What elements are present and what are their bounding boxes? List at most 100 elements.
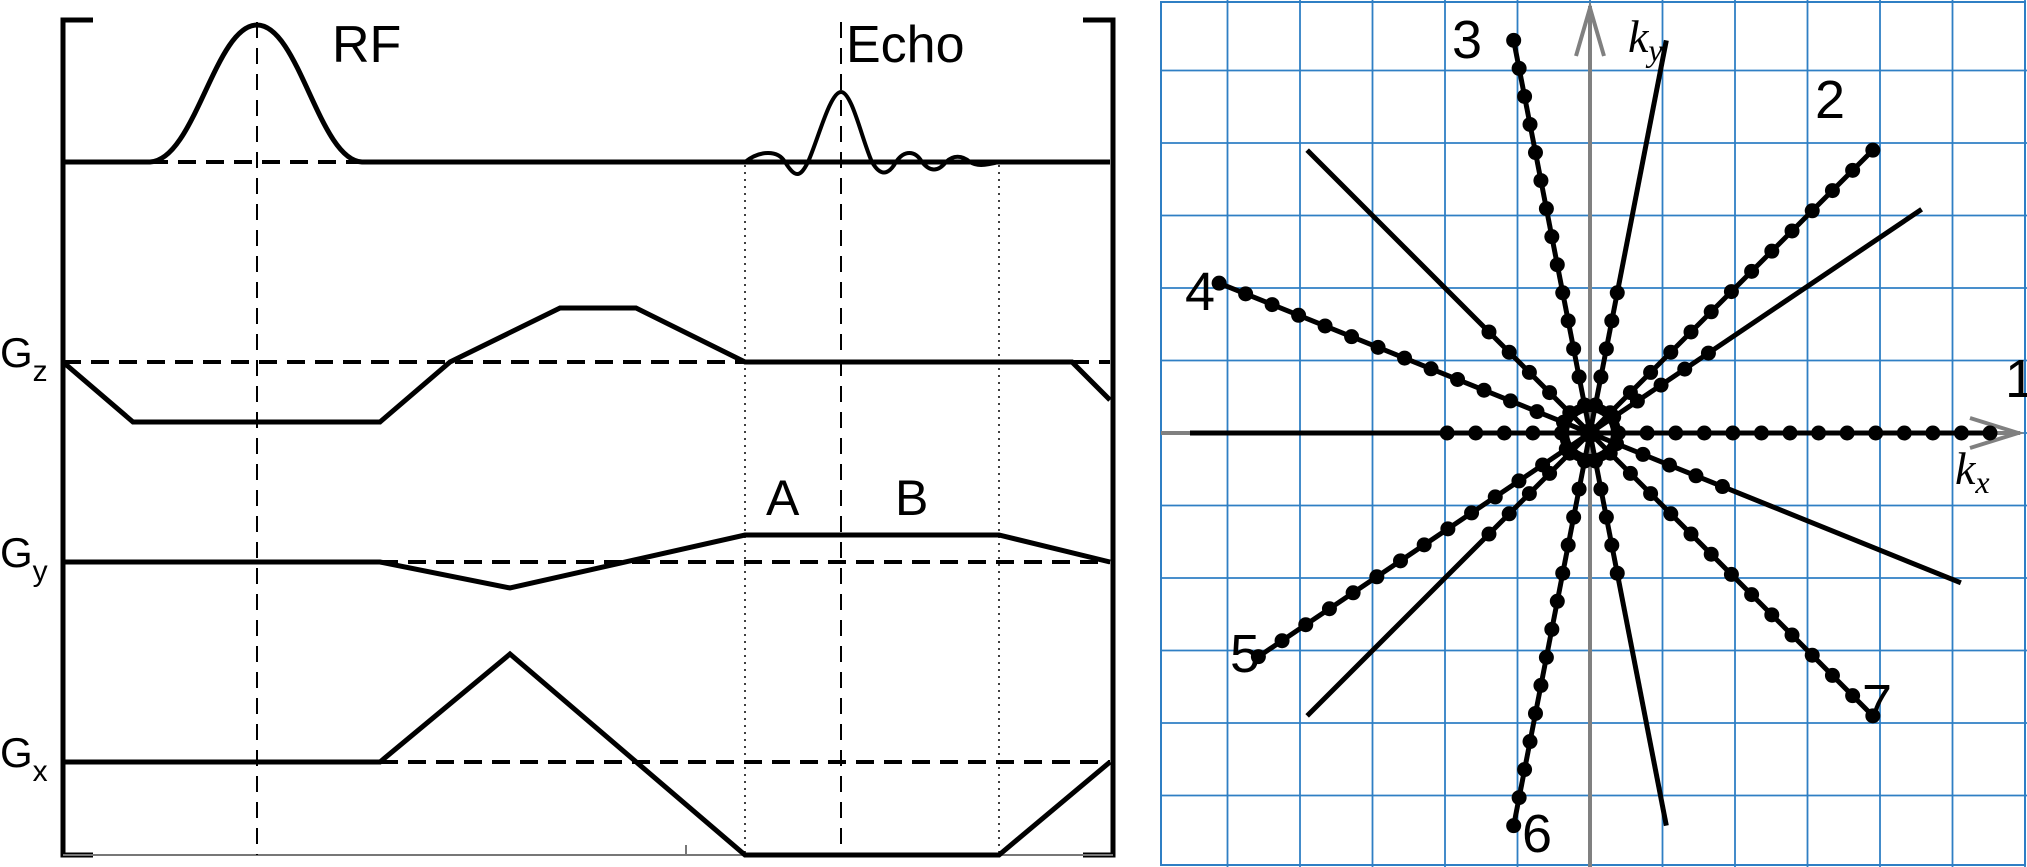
- sample-point: [1723, 566, 1739, 582]
- ky-subscript: y: [1645, 32, 1663, 68]
- sample-point: [1865, 142, 1881, 158]
- sample-point: [1517, 88, 1533, 104]
- sample-point: [1344, 329, 1360, 345]
- sample-point: [1560, 537, 1576, 553]
- spoke-4: 4: [1185, 262, 1962, 586]
- spoke-label-1: 1: [2005, 349, 2027, 409]
- spoke-7: 7: [1305, 148, 1892, 734]
- sample-point: [1703, 304, 1719, 320]
- ky-arrowhead: [1574, 0, 1606, 57]
- sample-point: [1393, 553, 1409, 569]
- kx-arrowhead: [1969, 416, 2025, 450]
- sample-point: [1533, 677, 1549, 693]
- sample-point: [1677, 361, 1693, 377]
- sample-point: [1317, 318, 1333, 334]
- gx-label: Gx: [0, 729, 48, 788]
- sample-point: [1511, 60, 1527, 76]
- sample-point: [1744, 263, 1760, 279]
- sample-point: [1824, 183, 1840, 199]
- sample-point: [1416, 537, 1432, 553]
- sample-point: [1397, 350, 1413, 366]
- segment-b-label: B: [895, 470, 928, 526]
- sample-point: [1549, 593, 1565, 609]
- kx-axis-label: kx: [1955, 443, 1990, 500]
- sample-point: [1370, 339, 1386, 355]
- sample-point: [1700, 345, 1716, 361]
- spoke-label-4: 4: [1185, 262, 1215, 322]
- sample-point: [1925, 425, 1941, 441]
- sample-point: [1291, 307, 1307, 323]
- sample-point: [1542, 385, 1558, 401]
- sample-point: [1868, 425, 1884, 441]
- sample-point: [1525, 425, 1541, 441]
- sample-point: [1522, 116, 1538, 132]
- gx-waveform: [63, 650, 1112, 858]
- sample-point: [1511, 473, 1527, 489]
- spoke-label-7: 7: [1862, 674, 1892, 734]
- sample-point: [1982, 425, 1998, 441]
- sample-point: [1804, 203, 1820, 219]
- sample-point: [1725, 425, 1741, 441]
- sample-point: [1560, 313, 1576, 329]
- left-frame-bracket: [60, 17, 93, 858]
- sample-point: [1811, 425, 1827, 441]
- sample-point: [1683, 526, 1699, 542]
- sample-point: [1250, 649, 1266, 665]
- sample-point: [1321, 601, 1337, 617]
- sample-point: [1527, 145, 1543, 161]
- sample-point: [1503, 393, 1519, 409]
- sample-point: [1481, 324, 1497, 340]
- sample-point: [1824, 667, 1840, 683]
- sample-point: [1501, 344, 1517, 360]
- segment-a-label: A: [766, 470, 800, 526]
- sample-point: [1668, 425, 1684, 441]
- sample-point: [1653, 377, 1669, 393]
- sample-point: [1496, 425, 1512, 441]
- sample-point: [1604, 313, 1620, 329]
- sample-point: [1804, 647, 1820, 663]
- sample-point: [1345, 585, 1361, 601]
- sample-point: [1764, 243, 1780, 259]
- sample-point: [1571, 369, 1587, 385]
- sample-point: [1521, 364, 1537, 380]
- echo-label: Echo: [846, 16, 965, 74]
- sample-point: [1622, 465, 1638, 481]
- sample-point: [1703, 546, 1719, 562]
- right-frame-bracket: [1083, 17, 1116, 858]
- sample-point: [1784, 223, 1800, 239]
- sample-point: [1527, 705, 1543, 721]
- kx-subscript: x: [1974, 464, 1989, 500]
- sample-point: [1501, 506, 1517, 522]
- sample-point: [1683, 324, 1699, 340]
- rf-label: RF: [332, 16, 401, 74]
- echo-signal-waveform: [743, 89, 1000, 176]
- sample-point: [1487, 489, 1503, 505]
- sample-point: [1517, 762, 1533, 778]
- sample-point: [1839, 425, 1855, 441]
- sample-point: [1238, 286, 1254, 302]
- sample-point: [1440, 521, 1456, 537]
- spoke-label-6: 6: [1522, 804, 1552, 864]
- sample-point: [1521, 486, 1537, 502]
- sample-point: [1593, 481, 1609, 497]
- sample-point: [1845, 688, 1861, 704]
- sample-point: [1753, 425, 1769, 441]
- sample-point: [1423, 361, 1439, 377]
- sample-point: [1643, 364, 1659, 380]
- gz-label: Gz: [0, 329, 48, 388]
- sample-point: [1533, 173, 1549, 189]
- sample-point: [1643, 486, 1659, 502]
- sample-point: [1369, 569, 1385, 585]
- sample-point: [1896, 425, 1912, 441]
- sample-point: [1764, 607, 1780, 623]
- sample-point: [1663, 344, 1679, 360]
- spoke-2: 2: [1305, 70, 1881, 718]
- sample-point: [1506, 818, 1522, 834]
- sample-point: [1450, 371, 1466, 387]
- spoke-label-5: 5: [1230, 624, 1260, 684]
- sample-point: [1604, 537, 1620, 553]
- sample-point: [1598, 509, 1614, 525]
- sample-point: [1566, 509, 1582, 525]
- sample-point: [1784, 627, 1800, 643]
